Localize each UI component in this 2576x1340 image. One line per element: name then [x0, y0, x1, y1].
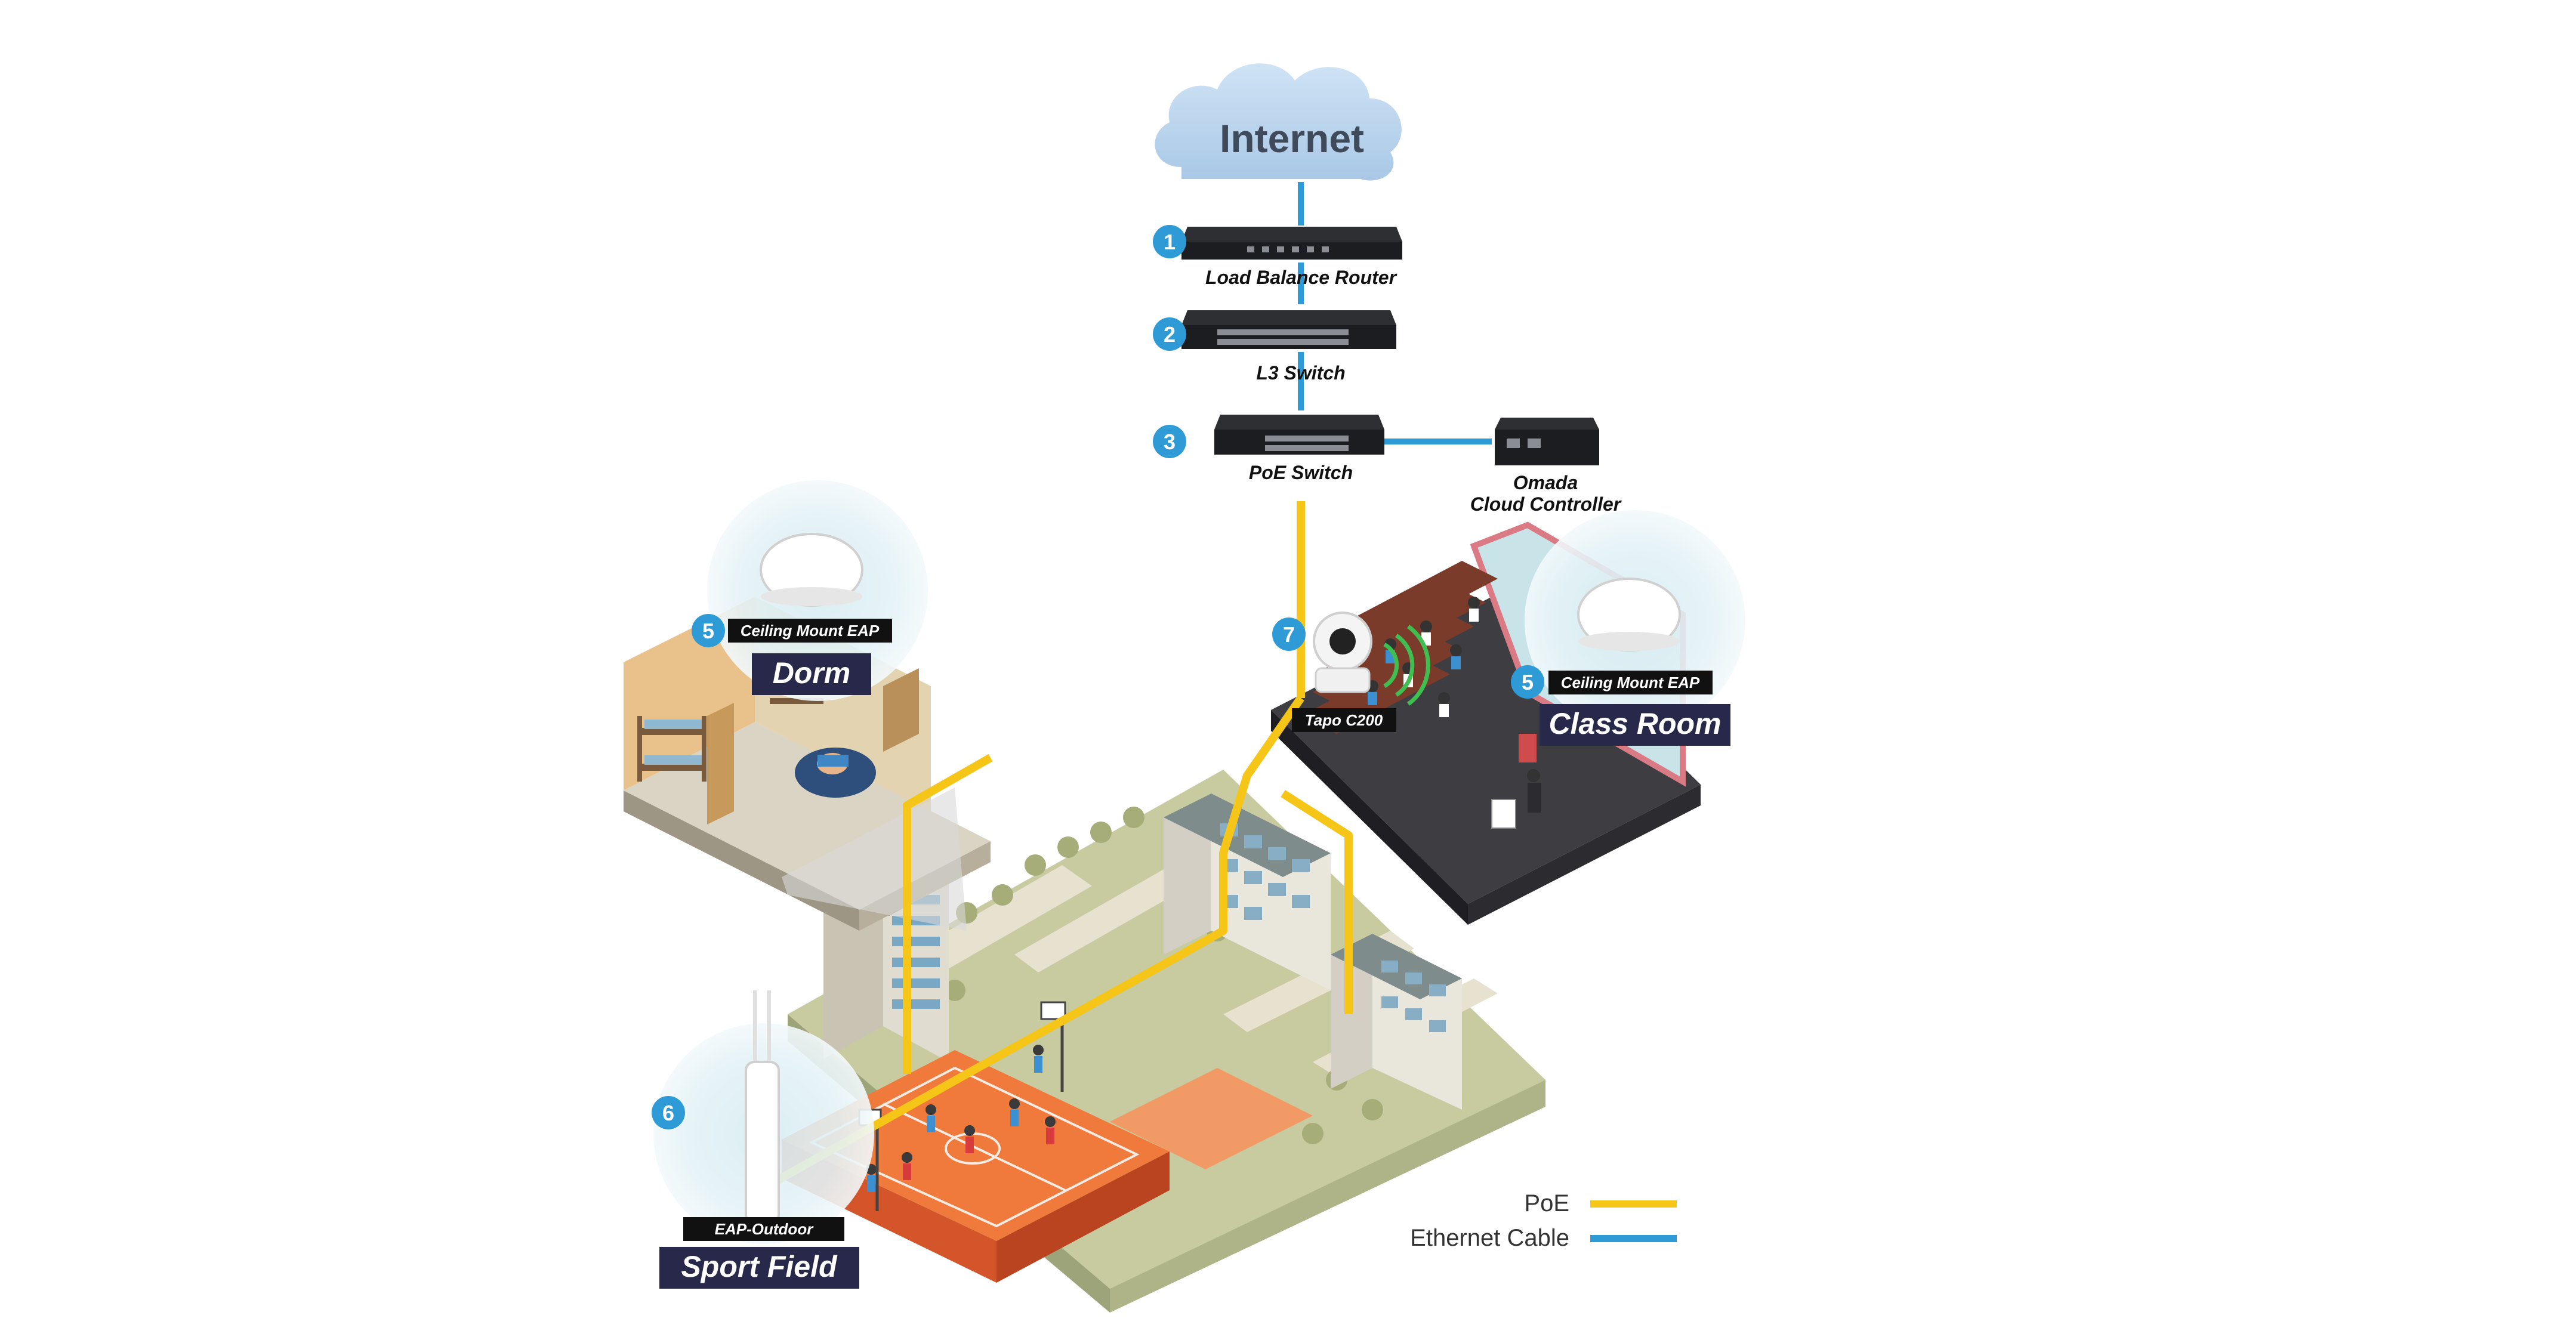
internet-cloud: Internet — [1155, 63, 1402, 181]
camera-badge — [1272, 617, 1306, 651]
classroom-number: 5 — [1522, 670, 1534, 694]
router-number: 1 — [1164, 230, 1176, 254]
dorm-ap: 5 Ceiling Mount EAP Dorm — [692, 480, 928, 701]
internet-label: Internet — [1220, 116, 1364, 160]
dorm-number: 5 — [702, 619, 714, 643]
wifi-signal-icon — [1383, 625, 1430, 706]
l3-switch-number: 2 — [1164, 322, 1176, 347]
outdoor-ap: 6 EAP-Outdoor Sport Field — [652, 990, 874, 1289]
load-balance-router: 1 Load Balance Router — [1153, 225, 1402, 288]
sportfield-number: 6 — [662, 1101, 674, 1125]
sportfield-tag — [683, 1217, 844, 1241]
poe-switch-number: 3 — [1164, 430, 1176, 454]
outdoor-eap-icon — [745, 1061, 780, 1224]
camera-number: 7 — [1283, 622, 1295, 647]
dorm-place — [752, 653, 871, 695]
dorm-projection — [782, 788, 967, 931]
sportfield-name: Sport Field — [681, 1250, 838, 1283]
tapo-camera: 7 Tapo C200 — [1272, 612, 1430, 732]
l3-switch-badge — [1153, 317, 1186, 351]
classroom-tag — [1548, 671, 1713, 694]
camera-tag — [1292, 708, 1396, 732]
l3-switch: 2 L3 Switch — [1153, 310, 1396, 384]
classroom-tag-label: Ceiling Mount EAP — [1561, 674, 1700, 691]
legend: PoE Ethernet Cable — [1410, 1190, 1677, 1251]
camera-tag-label: Tapo C200 — [1305, 711, 1383, 729]
l3-switch-label: L3 Switch — [1256, 362, 1345, 384]
omada-cloud-controller: Omada Cloud Controller — [1470, 418, 1622, 515]
sportfield-badge — [652, 1096, 685, 1129]
controller-label-line2: Cloud Controller — [1470, 493, 1622, 515]
dorm-badge — [692, 614, 725, 647]
poe-switch-label: PoE Switch — [1249, 462, 1353, 483]
legend-ethernet-label: Ethernet Cable — [1410, 1225, 1569, 1251]
router-badge — [1153, 225, 1186, 258]
classroom-badge — [1511, 665, 1544, 699]
poe-switch-badge — [1153, 425, 1186, 458]
dorm-name: Dorm — [773, 656, 851, 690]
dorm-tag — [728, 619, 892, 643]
sportfield-tag-label: EAP-Outdoor — [715, 1220, 815, 1238]
poe-switch: 3 PoE Switch — [1153, 415, 1384, 483]
sportfield-place — [659, 1247, 859, 1289]
dorm-tag-label: Ceiling Mount EAP — [741, 622, 880, 640]
ethernet-cables — [1298, 182, 1492, 444]
classroom-name: Class Room — [1549, 707, 1722, 740]
secondary-court — [1110, 1068, 1313, 1169]
classroom-ap: 5 Ceiling Mount EAP Class Room — [1511, 510, 1745, 746]
router-label: Load Balance Router — [1205, 267, 1397, 288]
classroom-place — [1540, 704, 1730, 746]
legend-poe-label: PoE — [1524, 1190, 1569, 1217]
school-building — [1164, 793, 1331, 990]
controller-label-line1: Omada — [1513, 472, 1578, 493]
